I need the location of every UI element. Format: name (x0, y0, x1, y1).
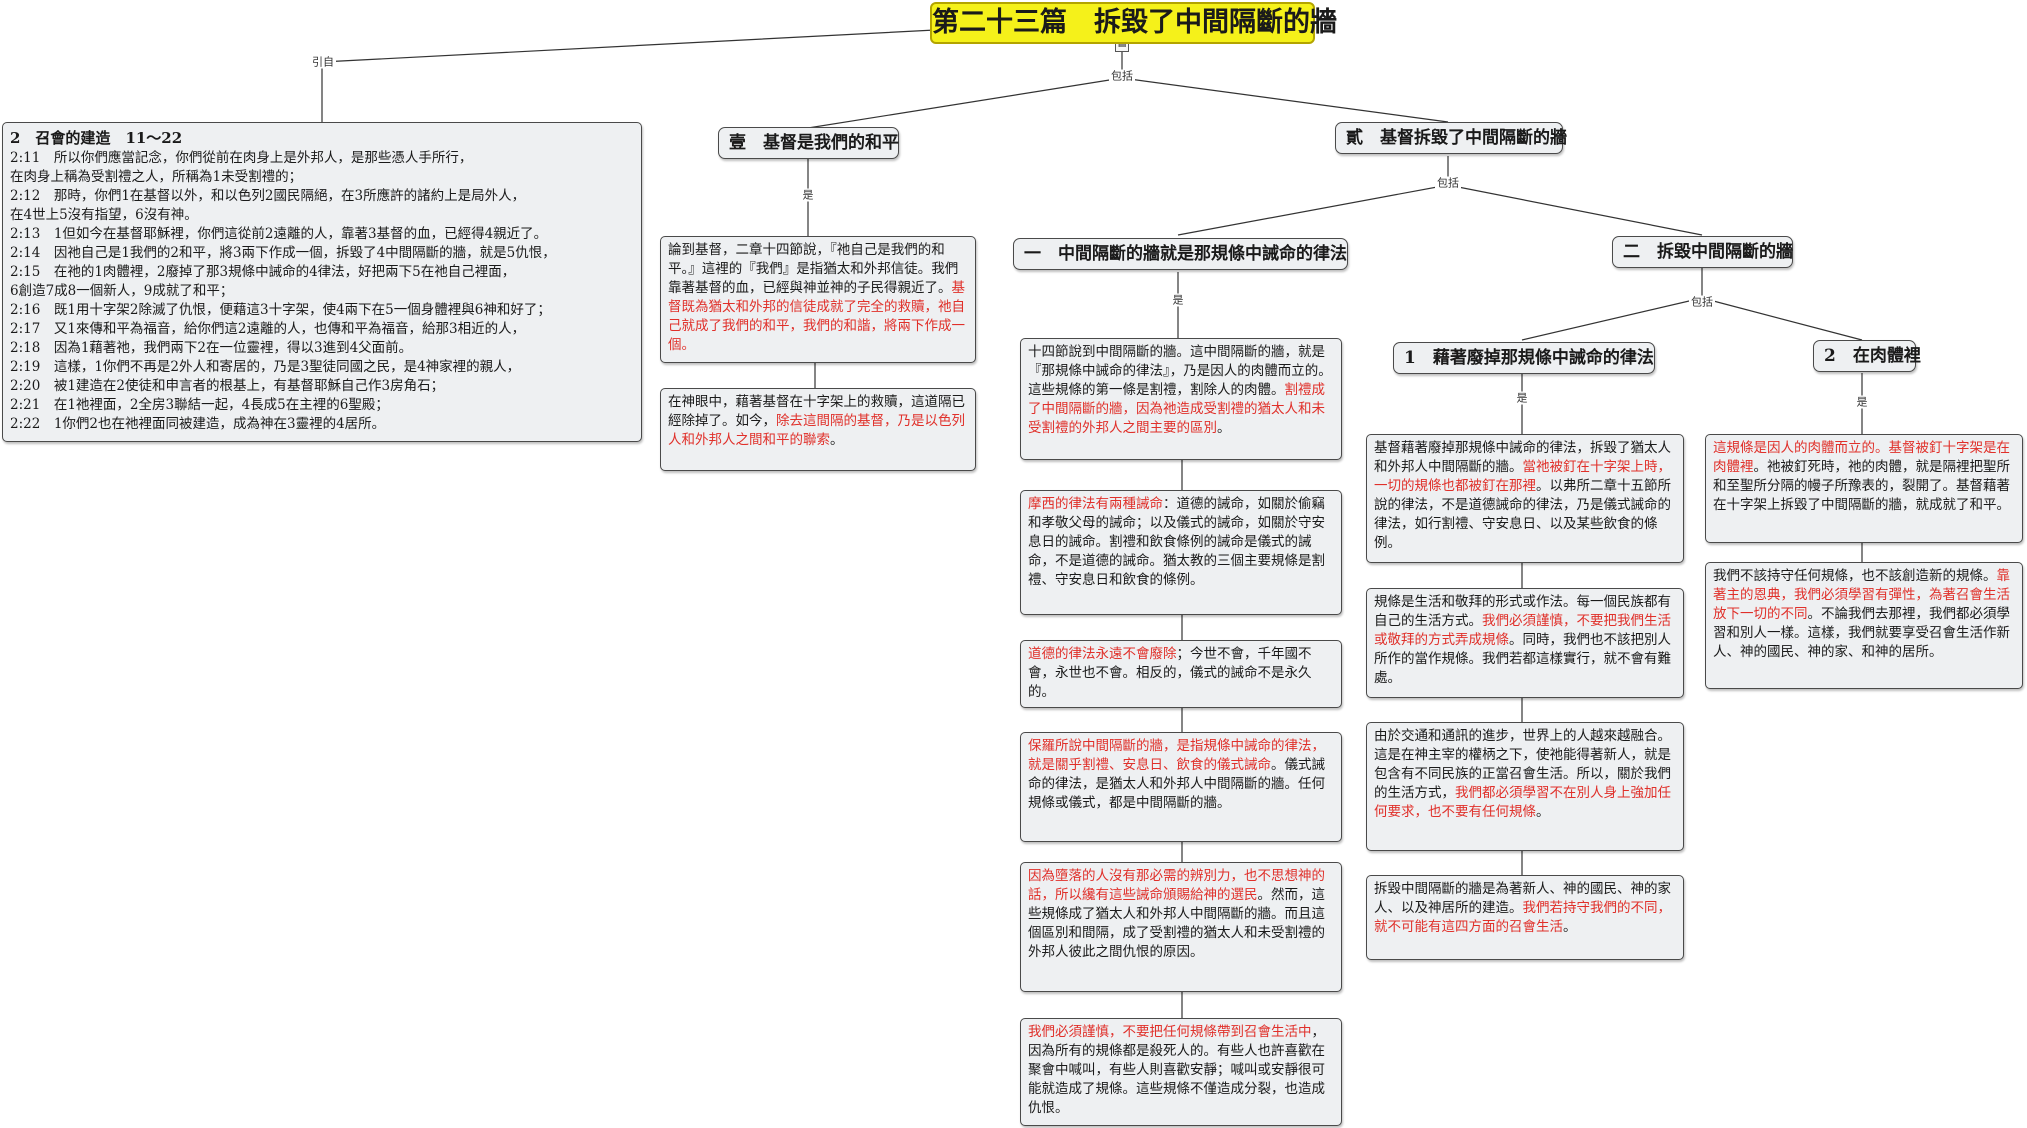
scripture-line: 在4世上5沒有指望，6沒有神。 (10, 207, 198, 223)
sub1-box2[interactable]: 摩西的律法有兩種誡命：道德的誡命，如關於偷竊和孝敬父母的誡命；以及儀式的誡命，如… (1020, 490, 1342, 615)
edge-label-is-section1: 是 (800, 188, 816, 202)
body-text: 基督藉著廢掉那規條中誡命的律法，拆毀了猶太人和外邦人中間隔斷的牆。 (1374, 440, 1671, 475)
edge-label-includes-sub2: 包括 (1689, 295, 1715, 309)
scripture-line: 2:15 在祂的1肉體裡，2廢掉了那3規條中誡命的4律法，好把兩下5在祂自己裡面… (10, 264, 516, 280)
scripture-line: 6創造7成8一個新人，9成就了和平； (10, 283, 234, 299)
sub1-heading[interactable]: 一 中間隔斷的牆就是那規條中誡命的律法 (1013, 238, 1348, 270)
body-text: 論到基督，二章十四節說，『祂自己是我們的和平。』這裡的『我們』是指猶太和外邦信徒… (668, 242, 959, 296)
body-text: 。 (1536, 804, 1550, 820)
highlighted-text: 這規條是因人的肉體而立的。 (1713, 440, 1889, 456)
item2-box2[interactable]: 我們不該持守任何規條，也不該創造新的規條。靠著主的恩典，我們必須學習有彈性，為著… (1705, 562, 2023, 689)
highlighted-text: 當祂被釘在十字架上時，一切的規條也都被釘在那裡 (1374, 459, 1671, 494)
edge-includes-section2 (1121, 77, 1449, 123)
highlighted-text: 因為墮落的人沒有那必需的辨別力，也不思想神的話，所以纔有這些誡命頒賜給神的選民 (1028, 868, 1325, 903)
item1-box2[interactable]: 規條是生活和敬拜的形式或作法。每一個民族都有自己的生活方式。我們必須謹慎，不要把… (1366, 588, 1684, 698)
scripture-line: 2:13 1但如今在基督耶穌裡，你們這從前2遠離的人，靠著3基督的血，已經得4親… (10, 226, 548, 242)
highlighted-text: 割禮成了中間隔斷的牆，因為祂造成受割禮的猶太人和未受割禮的外邦人之間主要的區別 (1028, 382, 1325, 436)
edge-includes-item1 (1521, 297, 1703, 341)
highlighted-text: 保羅所說中間隔斷的牆，是指規條中誡命的律法，就是關乎割禮、安息日、飲食的儀式誡命 (1028, 738, 1325, 773)
highlighted-text: 道德的律法永遠不會廢除 (1028, 646, 1177, 662)
edge-label-is-sub1: 是 (1170, 293, 1186, 307)
edge-includes-sub1 (1177, 184, 1449, 236)
body-text: 我們不該持守任何規條，也不該創造新的規條。 (1713, 568, 1997, 584)
edge-label-is-item1: 是 (1514, 391, 1530, 405)
body-text: 。然而，這些規條成了猶太人和外邦人中間隔斷的牆。而且這個區別和間隔，成了受割禮的… (1028, 887, 1325, 960)
body-text: 規條是生活和敬拜的形式或作法。每一個民族都有自己的生活方式。 (1374, 594, 1671, 629)
scripture-line: 2:18 因為1藉著祂，我們兩下2在一位靈裡，得以3進到4父面前。 (10, 340, 413, 356)
body-text: 。儀式誡命的律法，是猶太人和外邦人中間隔斷的牆。任何規條或儀式，都是中間隔斷的牆… (1028, 757, 1325, 811)
root-topic[interactable]: 第二十三篇 拆毀了中間隔斷的牆 (930, 2, 1337, 44)
item2-heading[interactable]: 2 在肉體裡 (1813, 340, 1921, 372)
edge-label-includes-root: 包括 (1109, 69, 1135, 83)
item1-box3[interactable]: 由於交通和通訊的進步，世界上的人越來越融合。這是在神主宰的權柄之下，使祂能得著新… (1366, 722, 1684, 851)
edge-includes-sub2 (1447, 184, 1703, 236)
sub1-box3[interactable]: 道德的律法永遠不會廢除；今世不會，千年國不會，永世也不會。相反的，儀式的誡命不是… (1020, 640, 1342, 708)
section1-heading[interactable]: 壹 基督是我們的和平 (718, 127, 899, 159)
sub1-box1[interactable]: 十四節說到中間隔斷的牆。這中間隔斷的牆，就是『那規條中誡命的律法』，乃是因人的肉… (1020, 338, 1342, 460)
body-text: ；今世不會，千年國不會，永世也不會。相反的，儀式的誡命不是永久的。 (1028, 646, 1312, 700)
edge-label-is-item2: 是 (1854, 395, 1870, 409)
section1-box1[interactable]: 論到基督，二章十四節說，『祂自己是我們的和平。』這裡的『我們』是指猶太和外邦信徒… (660, 236, 976, 363)
highlighted-text: 除去這間隔的基督，乃是以色列人和外邦人之間和平的聯索 (668, 413, 965, 448)
sub1-box4[interactable]: 保羅所說中間隔斷的牆，是指規條中誡命的律法，就是關乎割禮、安息日、飲食的儀式誡命… (1020, 732, 1342, 842)
scripture-line: 2:19 這樣，1你們不再是2外人和寄居的，乃是3聖徒同國之民，是4神家裡的親人… (10, 359, 521, 375)
scripture-line: 2:22 1你們2也在祂裡面同被建造，成為神在3靈裡的4居所。 (10, 416, 386, 432)
sub1-box5[interactable]: 因為墮落的人沒有那必需的辨別力，也不思想神的話，所以纔有這些誡命頒賜給神的選民。… (1020, 862, 1342, 992)
body-text: 。 (830, 432, 844, 448)
body-text: ，因為所有的規條都是殺死人的。有些人也許喜歡在聚會中喊叫，有些人則喜歡安靜；喊叫… (1028, 1024, 1325, 1116)
body-text: 在神眼中，藉著基督在十字架上的救贖，這道隔已經除掉了。如今， (668, 394, 965, 429)
scripture-line: 2:21 在1祂裡面，2全房3聯結一起，4長成5在主裡的6聖殿； (10, 397, 389, 413)
body-text: 。祂被釘死時，祂的肉體，就是隔裡把聖所和至聖所分隔的幔子所豫表的，裂開了。基督藉… (1713, 459, 2010, 513)
scripture-line: 2:14 因祂自己是1我們的2和平，將3兩下作成一個，拆毀了4中間隔斷的牆，就是… (10, 245, 556, 261)
scripture-line: 2:16 既1用十字架2除滅了仇恨，便藉這3十字架，使4兩下在5一個身體裡與6神… (10, 302, 551, 318)
edge-label-includes-section2: 包括 (1435, 176, 1461, 190)
highlighted-text: 我們必須謹慎，不要把任何規條帶到召會生活中 (1028, 1024, 1312, 1040)
body-text: 。同時，我們也不該把別人所作的當作規條。我們若都這樣實行，就不會有難處。 (1374, 632, 1671, 686)
section1-box2[interactable]: 在神眼中，藉著基督在十字架上的救贖，這道隔已經除掉了。如今，除去這間隔的基督，乃… (660, 388, 976, 471)
scripture-lines: 2:11 所以你們應當記念，你們從前在肉身上是外邦人，是那些憑人手所行， 在肉身上… (10, 149, 634, 434)
section2-heading[interactable]: 貳 基督拆毀了中間隔斷的牆 (1335, 122, 1567, 154)
body-text: 。 (1217, 420, 1231, 436)
highlighted-text: 基督既為猶太和外邦的信徒成就了完全的救贖，祂自己就成了我們的和平，我們的和諧，將… (668, 280, 965, 353)
body-text: 。以弗所二章十五節所說的律法，不是道德誡命的律法，乃是儀式誡命的律法，如行割禮、… (1374, 478, 1671, 551)
body-text: 拆毀中間隔斷的牆是為著新人、神的國民、神的家人、以及神居所的建造。 (1374, 881, 1671, 916)
scripture-line: 2:17 又1來傳和平為福音，給你們這2遠離的人，也傳和平為福音，給那3相近的人… (10, 321, 526, 337)
scripture-title: 2 召會的建造 11～22 (10, 129, 183, 147)
highlighted-text: 基督被釘十字架是在肉體裡 (1713, 440, 2010, 475)
scripture-line: 2:11 所以你們應當記念，你們從前在肉身上是外邦人，是那些憑人手所行， (10, 150, 473, 166)
highlighted-text: 我們都必須學習不在別人身上強加任何要求，也不要有任何規條 (1374, 785, 1671, 820)
highlighted-text: 靠著主的恩典，我們必須學習有彈性，為著召會生活放下一切的不同 (1713, 568, 2010, 622)
body-text: 由於交通和通訊的進步，世界上的人越來越融合。這是在神主宰的權柄之下，使祂能得著新… (1374, 728, 1671, 801)
edge-includes-section1 (807, 77, 1123, 129)
highlighted-text: 摩西的律法有兩種誡命 (1028, 496, 1163, 512)
item1-heading[interactable]: 1 藉著廢掉那規條中誡命的律法 (1393, 342, 1655, 374)
sub2-heading[interactable]: 二 拆毀中間隔斷的牆 (1612, 236, 1793, 268)
scripture-box[interactable]: 2 召會的建造 11～22 2:11 所以你們應當記念，你們從前在肉身上是外邦人… (2, 122, 642, 442)
scripture-line: 在肉身上稱為受割禮之人，所稱為1未受割禮的； (10, 169, 303, 185)
highlighted-text: 我們若持守我們的不同，就不可能有這四方面的召會生活 (1374, 900, 1671, 935)
scripture-line: 2:12 那時，你們1在基督以外，和以色列2國民隔絕，在3所應許的諸約上是局外人… (10, 188, 526, 204)
edge-includes-item2 (1701, 297, 1863, 341)
edge-label-cite: 引自 (310, 55, 336, 69)
scripture-line: 2:20 被1建造在2使徒和申言者的根基上，有基督耶穌自己作3房角石； (10, 378, 445, 394)
highlighted-text: 我們必須謹慎，不要把我們生活或敬拜的方式弄成規條 (1374, 613, 1671, 648)
item2-box1[interactable]: 這規條是因人的肉體而立的。基督被釘十字架是在肉體裡。祂被釘死時，祂的肉體，就是隔… (1705, 434, 2023, 543)
body-text: 。 (1563, 919, 1577, 935)
body-text: 。不論我們去那裡，我們都必須學習和別人一樣。這樣，我們就要享受召會生活作新人、神… (1713, 606, 2010, 660)
body-text: 十四節說到中間隔斷的牆。這中間隔斷的牆，就是『那規條中誡命的律法』，乃是因人的肉… (1028, 344, 1332, 398)
item1-box4[interactable]: 拆毀中間隔斷的牆是為著新人、神的國民、神的家人、以及神居所的建造。我們若持守我們… (1366, 875, 1684, 960)
edge-root-scripture (321, 29, 936, 122)
body-text: ：道德的誡命，如關於偷竊和孝敬父母的誡命；以及儀式的誡命，如關於守安息日的誡命。… (1028, 496, 1325, 588)
item1-box1[interactable]: 基督藉著廢掉那規條中誡命的律法，拆毀了猶太人和外邦人中間隔斷的牆。當祂被釘在十字… (1366, 434, 1684, 563)
sub1-box6[interactable]: 我們必須謹慎，不要把任何規條帶到召會生活中，因為所有的規條都是殺死人的。有些人也… (1020, 1018, 1342, 1126)
